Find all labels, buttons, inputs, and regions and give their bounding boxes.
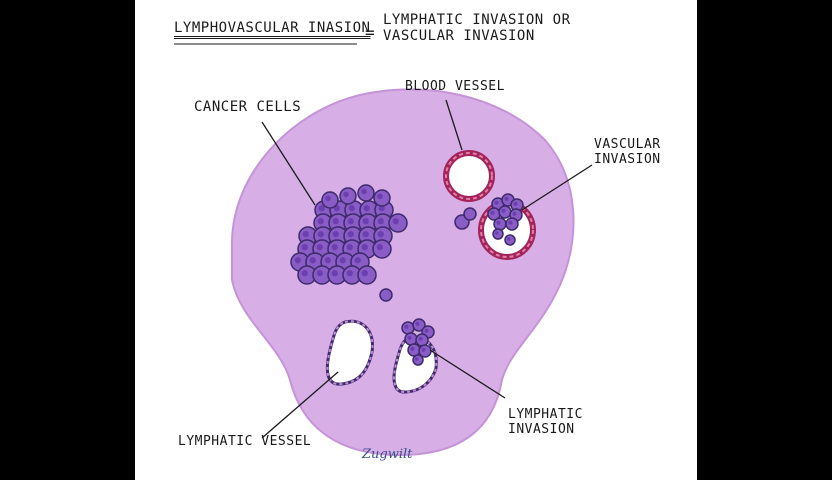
cell-nucleus [362, 218, 369, 225]
cell-nucleus [415, 321, 420, 326]
cell-nucleus [508, 220, 513, 225]
leader-blood-vessel [445, 99, 463, 151]
cell-nucleus [331, 270, 338, 277]
cell-nucleus [362, 231, 369, 238]
cell-nucleus [404, 324, 409, 329]
cell-nucleus [348, 205, 355, 212]
cell-nucleus [504, 196, 509, 201]
cancer-cell-cluster [290, 184, 408, 285]
cell-nucleus [377, 218, 384, 225]
cell-nucleus [302, 231, 309, 238]
cell-nucleus [495, 231, 499, 235]
label-blood-vessel: Blood vessel [405, 79, 505, 94]
label-lymphatic-invasion-line2: invasion [508, 421, 575, 437]
cell-nucleus [343, 191, 349, 198]
cell-nucleus [318, 205, 325, 212]
label-cancer-cells: Cancer cells [194, 99, 302, 115]
cell-nucleus [332, 231, 339, 238]
cell-nucleus [376, 244, 383, 251]
cell-nucleus [346, 244, 353, 251]
tissue-region [231, 88, 575, 457]
cell-nucleus [424, 328, 429, 333]
cell-nucleus [361, 188, 367, 195]
cell-nucleus [301, 244, 308, 251]
cell-nucleus [317, 218, 324, 225]
cell-nucleus [294, 257, 301, 264]
cell-nucleus [392, 218, 399, 225]
cell-nucleus [421, 347, 426, 352]
cell-nucleus [363, 205, 370, 212]
label-lymphatic-invasion-line1: Lymphatic [508, 407, 583, 422]
title-term: Lymphovascular inasion [174, 20, 371, 36]
label-vascular-invasion-line2: invasion [594, 151, 661, 167]
cell-nucleus [317, 231, 324, 238]
free-cell [379, 288, 393, 302]
leader-cancer-cells [261, 121, 316, 206]
cell-nucleus [418, 336, 423, 341]
lymphatic-invasion-cells [401, 318, 435, 366]
cell-nucleus [513, 201, 518, 206]
cell-nucleus [354, 257, 361, 264]
leader-lymphatic-vessel [261, 371, 339, 439]
cell-nucleus [377, 193, 383, 200]
cell-nucleus [332, 218, 339, 225]
cell-nucleus [494, 200, 499, 205]
cell-nucleus [490, 210, 495, 215]
cell-nucleus [361, 244, 368, 251]
cell-nucleus [339, 257, 346, 264]
cell-nucleus [407, 335, 412, 340]
title-definition-line1: Lymphatic invasion or [383, 12, 571, 28]
cell-nucleus [377, 231, 384, 238]
label-lymphatic-invasion: Lymphatic invasion [508, 407, 583, 438]
cell-nucleus [309, 257, 316, 264]
cell-nucleus [316, 270, 323, 277]
cell-nucleus [496, 220, 501, 225]
leader-vascular-invasion [521, 164, 593, 211]
cell-nucleus [501, 208, 506, 213]
cell-nucleus [325, 195, 331, 202]
leader-lymphatic-invasion [429, 349, 506, 399]
cell-nucleus [316, 244, 323, 251]
free-cell [463, 207, 477, 221]
label-lymphatic-vessel: Lymphatic vessel [178, 434, 312, 449]
cell-nucleus [331, 244, 338, 251]
cell-nucleus [324, 257, 331, 264]
artist-signature: Zugwilt [362, 447, 413, 462]
title-definition: Lymphatic invasion or Vascular invasion [383, 12, 571, 44]
title-definition-line2: Vascular invasion [383, 28, 535, 45]
vascular-invasion-cells [487, 193, 524, 246]
cell-nucleus [347, 231, 354, 238]
label-vascular-invasion: Vascular invasion [594, 137, 661, 168]
title-equals: = [365, 23, 376, 42]
cell-nucleus [507, 237, 511, 241]
cell-nucleus [410, 346, 415, 351]
cell-nucleus [346, 270, 353, 277]
cell-nucleus [301, 270, 308, 277]
blood-vessel [443, 150, 495, 202]
free-cancer-cells [379, 207, 477, 302]
label-vascular-invasion-line1: Vascular [594, 137, 661, 152]
cell-nucleus [512, 211, 517, 216]
cell-nucleus [361, 270, 368, 277]
cell-nucleus [415, 357, 419, 361]
cell-nucleus [347, 218, 354, 225]
lymphatic-vessel [325, 319, 374, 386]
